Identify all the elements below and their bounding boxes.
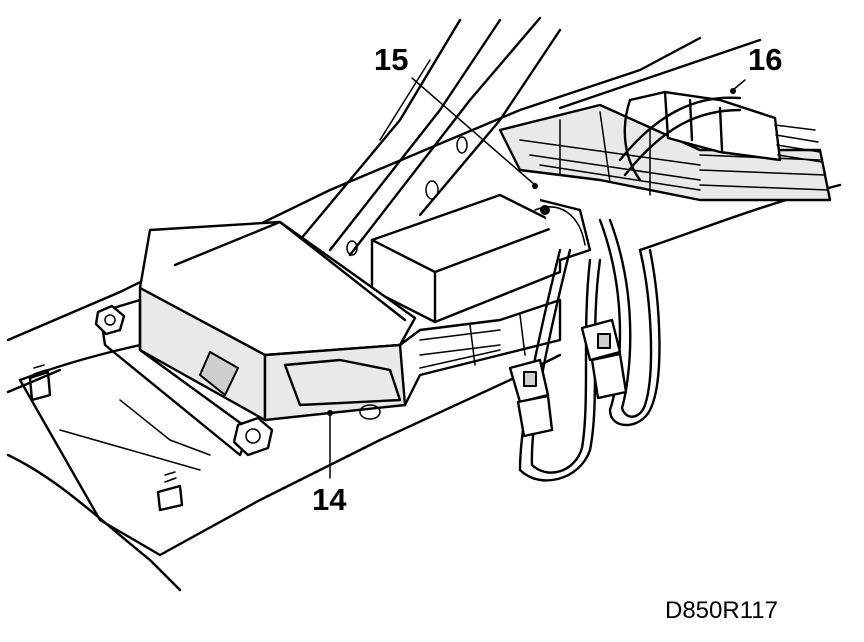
rear-wiring-harness (498, 103, 832, 202)
reference-code: D850R117 (665, 597, 778, 624)
connector-left (508, 358, 554, 438)
mounting-bolts (28, 304, 274, 512)
tunnel-ribs (298, 16, 562, 257)
nut-rear (94, 304, 126, 336)
leader-line-15 (411, 77, 536, 186)
side-connectors (508, 318, 628, 438)
callout-16: 16 (748, 42, 782, 77)
nut-front (232, 416, 274, 457)
hanging-wire-loops (518, 96, 742, 482)
callout-15: 15 (374, 42, 408, 77)
callout-14: 14 (312, 482, 347, 517)
floor-tunnel (6, 36, 842, 592)
leader-line-16 (732, 79, 746, 91)
bolt-bottom (156, 471, 184, 512)
leader-lines (327, 77, 746, 479)
bolt-left (28, 364, 52, 402)
sensor-15 (370, 193, 592, 324)
connector-right (580, 318, 628, 400)
mounting-bracket (359, 298, 562, 420)
